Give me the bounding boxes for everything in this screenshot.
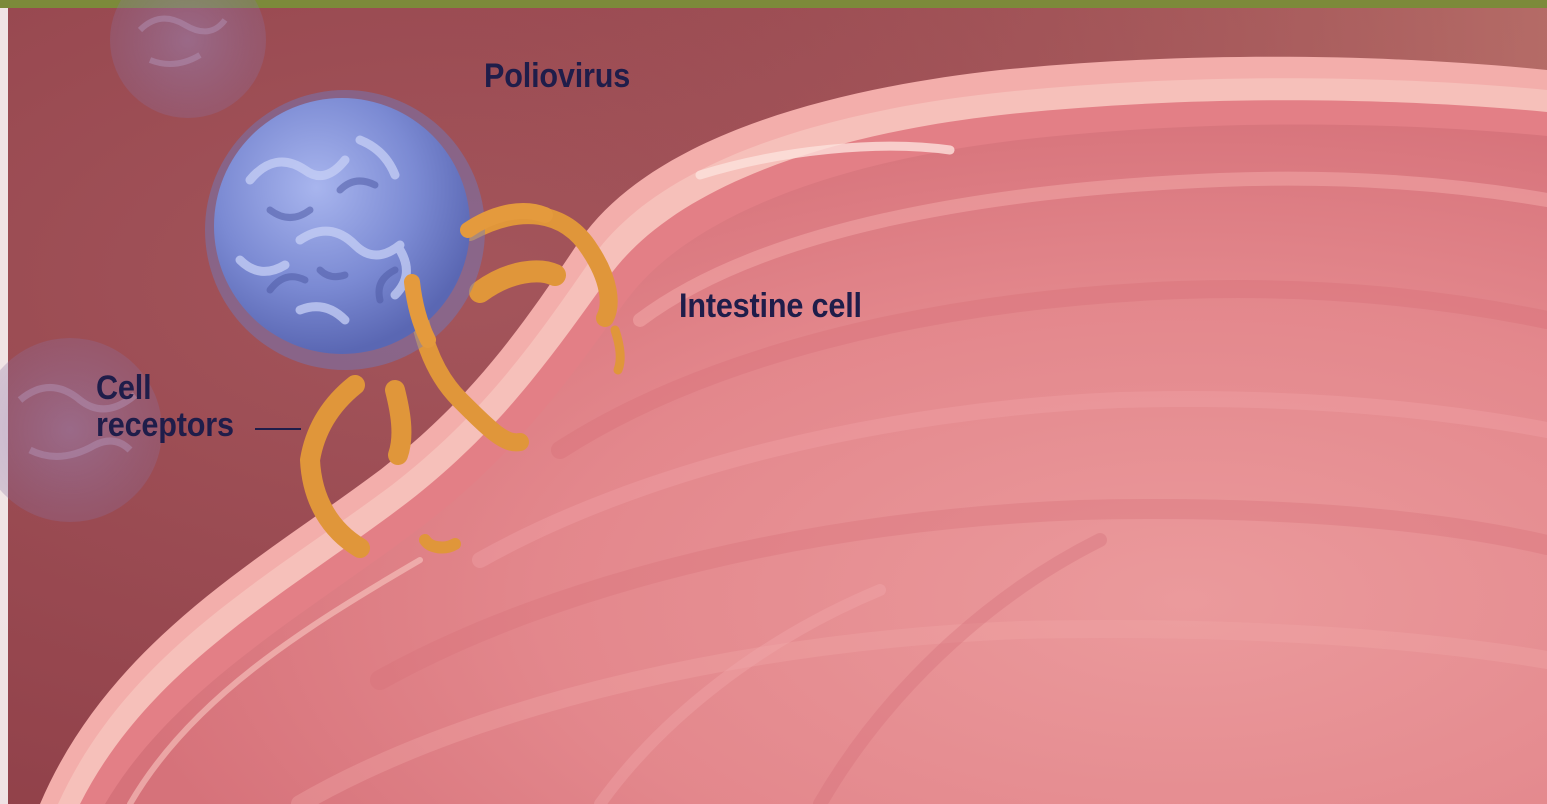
receptor-4 [395, 390, 401, 455]
intestine-cell-label: Intestine cell [679, 288, 862, 325]
poliovirus-label: Poliovirus [484, 58, 630, 95]
poliovirus-shape [205, 90, 485, 370]
receptor-7 [615, 330, 620, 370]
cell-receptors-label: Cell receptors [96, 370, 234, 443]
cell-receptors-label-line2: receptors [96, 407, 234, 444]
cell-receptors-leader-line [255, 428, 301, 430]
cell-receptors-label-line1: Cell [96, 370, 234, 407]
